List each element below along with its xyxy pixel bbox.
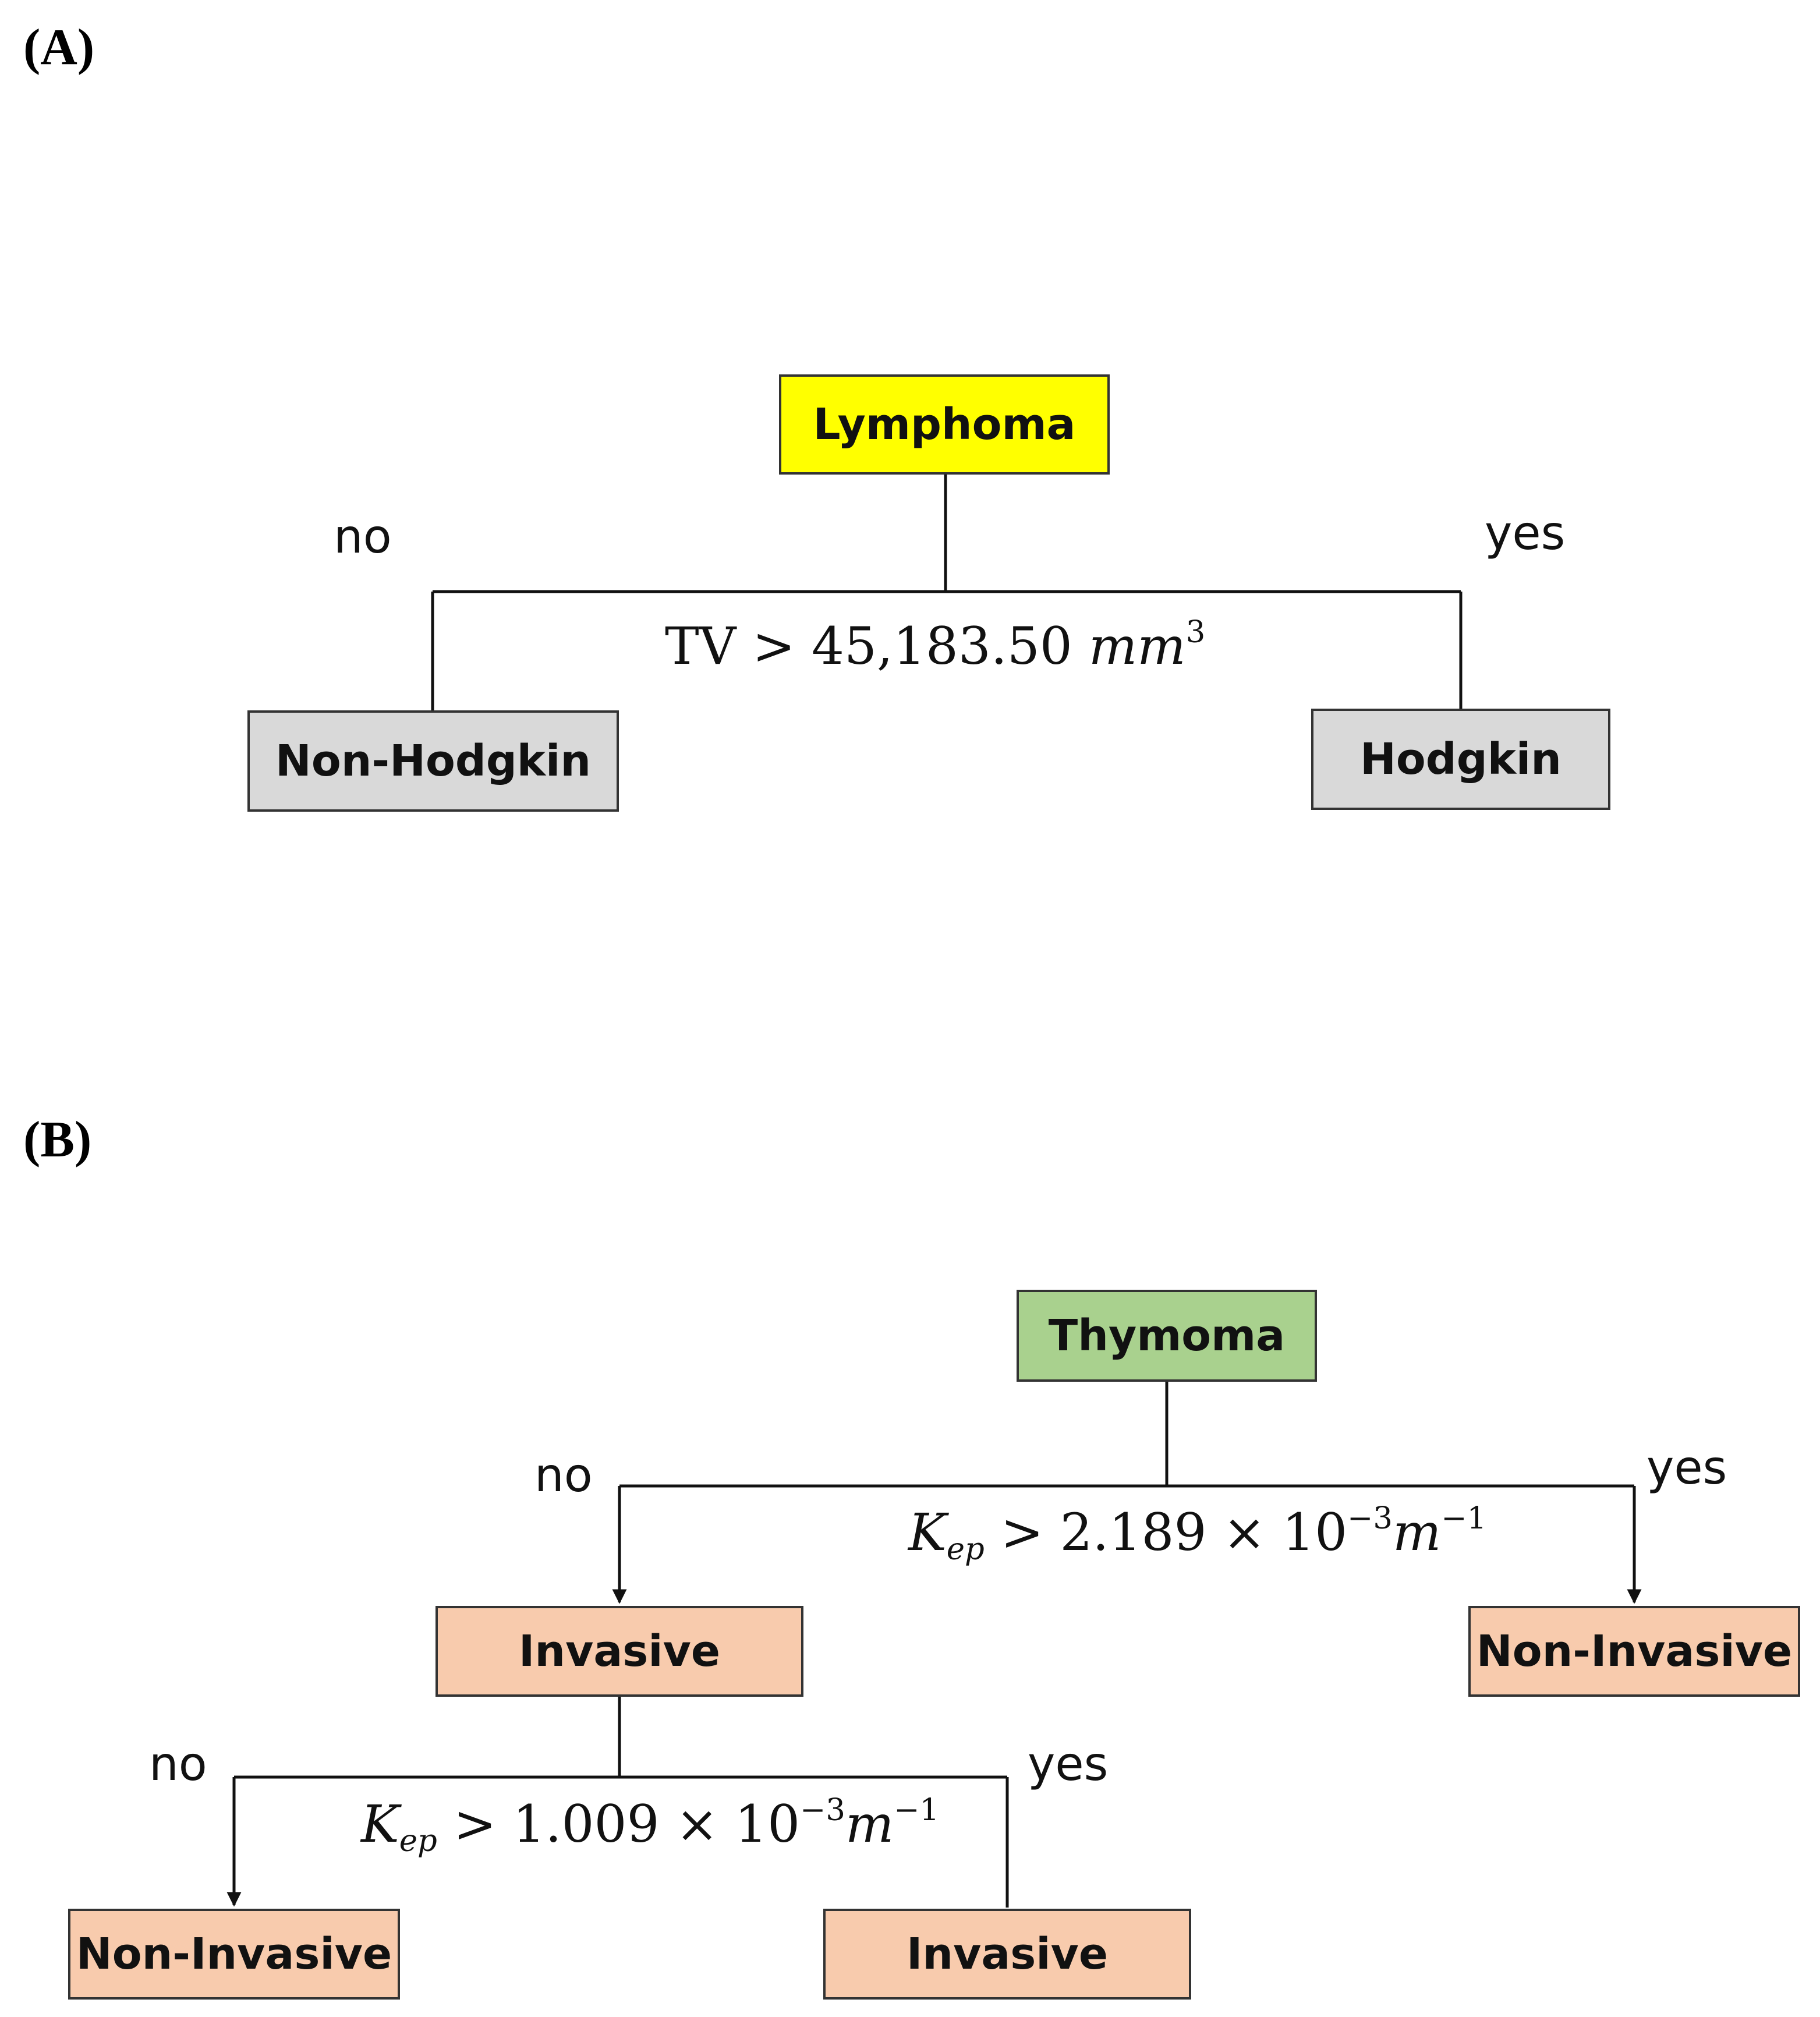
condition-symbol: K xyxy=(908,1502,947,1562)
leaf-hodgkin: Hodgkin xyxy=(1311,709,1610,810)
condition-unit: mm xyxy=(1088,615,1186,676)
condition-symbol: K xyxy=(361,1793,399,1854)
condition-kep-1: Kep > 2.189 × 10−3m−1 xyxy=(908,1503,1486,1565)
node-invasive: Invasive xyxy=(435,1606,803,1697)
condition-lhs: TV xyxy=(665,615,737,676)
condition-kep-2: Kep > 1.009 × 10−3m−1 xyxy=(361,1795,939,1857)
branch-label-no-2: no xyxy=(149,1737,207,1791)
panel-b-label: (B) xyxy=(23,1112,92,1168)
condition-unit-exponent: −1 xyxy=(1441,1501,1487,1536)
condition-unit: m xyxy=(845,1793,894,1854)
branch-label-yes: yes xyxy=(1485,506,1566,560)
condition-mantissa: 1.009 xyxy=(512,1793,660,1854)
branch-label-no: no xyxy=(334,509,392,564)
condition-op: > xyxy=(1000,1502,1044,1562)
condition-exponent: −3 xyxy=(1347,1501,1393,1536)
condition-subscript: ep xyxy=(399,1823,437,1859)
leaf-non-hodgkin: Non-Hodgkin xyxy=(247,710,619,812)
branch-label-yes-1: yes xyxy=(1647,1441,1727,1495)
condition-op: > xyxy=(752,615,795,676)
condition-times: × xyxy=(675,1793,719,1854)
condition-unit-exponent: −1 xyxy=(894,1792,940,1828)
condition-subscript: ep xyxy=(946,1531,985,1567)
condition-mantissa: 2.189 xyxy=(1060,1502,1207,1562)
panel-a-label: (A) xyxy=(23,19,95,76)
leaf-invasive-2: Invasive xyxy=(823,1909,1191,2000)
condition-unit-exponent: 3 xyxy=(1185,614,1206,650)
branch-label-yes-2: yes xyxy=(1028,1737,1109,1791)
condition-base: 10 xyxy=(735,1793,801,1854)
node-lymphoma: Lymphoma xyxy=(779,374,1110,475)
leaf-non-invasive-2: Non-Invasive xyxy=(68,1909,400,2000)
condition-unit: m xyxy=(1392,1502,1442,1562)
leaf-non-invasive-1: Non-Invasive xyxy=(1468,1606,1800,1697)
condition-times: × xyxy=(1223,1502,1266,1562)
branch-label-no-1: no xyxy=(534,1448,593,1502)
condition-tv: TV > 45,183.50 mm3 xyxy=(665,617,1205,672)
condition-value: 45,183.50 xyxy=(811,615,1072,676)
condition-base: 10 xyxy=(1282,1502,1348,1562)
condition-op: > xyxy=(453,1793,497,1854)
condition-exponent: −3 xyxy=(800,1792,845,1828)
node-thymoma: Thymoma xyxy=(1017,1290,1317,1382)
